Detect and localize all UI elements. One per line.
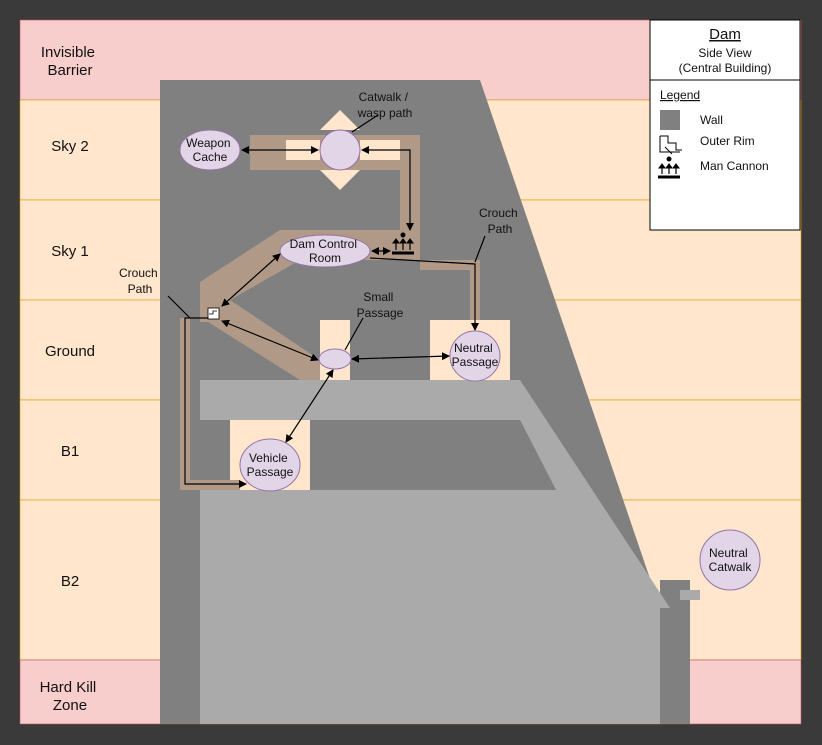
path-crouch-left-bottom bbox=[180, 480, 240, 490]
dam-control-room bbox=[279, 234, 371, 268]
legend-title: Dam bbox=[709, 26, 741, 43]
neutral-catwalk-room bbox=[699, 529, 761, 591]
legend-man-cannon-label: Man Cannon bbox=[700, 159, 769, 173]
dam-control-room-label: Dam Control Room bbox=[290, 237, 361, 265]
band-labels: Invisible Barrier Sky 2 Sky 1 Ground B1 … bbox=[40, 44, 101, 714]
crouch-path-right-annotation: Crouch Path bbox=[479, 206, 521, 236]
legend-outer-rim-label: Outer Rim bbox=[700, 134, 755, 148]
band-label-sky-1: Sky 1 bbox=[51, 243, 89, 260]
leader-crouch-left bbox=[167, 295, 191, 319]
band-label-invisible-barrier: Invisible Barrier bbox=[41, 44, 99, 79]
arrow-catwalk-mancannon bbox=[361, 146, 414, 231]
weapon-cache-label: Weapon Cache bbox=[186, 136, 234, 164]
catwalk-circle bbox=[319, 129, 361, 171]
neutral-passage-label: Neutral Passage bbox=[452, 341, 499, 369]
catwalk-annotation: Catwalk / wasp path bbox=[357, 90, 413, 120]
crouch-path-left-annotation: Crouch Path bbox=[119, 266, 161, 296]
outer-ledge bbox=[680, 590, 700, 600]
outer-rim-icon bbox=[207, 307, 220, 320]
catwalk-top-arrow bbox=[320, 110, 360, 130]
route-arrows bbox=[167, 114, 486, 488]
legend-man-cannon-icon bbox=[658, 156, 680, 179]
leader-catwalk bbox=[351, 114, 379, 133]
path-crouch-right bbox=[420, 260, 480, 270]
small-passage-annotation: Small Passage bbox=[357, 290, 404, 320]
band-label-ground: Ground bbox=[45, 343, 95, 360]
neutral-passage-room bbox=[449, 330, 501, 382]
arrow-outerrim-small bbox=[221, 319, 319, 362]
band-label-b1: B1 bbox=[61, 443, 79, 460]
man-cannon-icon bbox=[392, 232, 414, 255]
vehicle-passage-room bbox=[239, 438, 301, 492]
legend-subtitle-2: (Central Building) bbox=[679, 61, 772, 75]
legend-outer-rim-icon bbox=[659, 135, 682, 155]
arrow-small-neutral bbox=[351, 352, 450, 363]
weapon-cache-room bbox=[179, 129, 241, 171]
legend-panel: Dam Side View (Central Building) Legend … bbox=[649, 19, 801, 231]
legend-wall-label: Wall bbox=[700, 113, 723, 127]
ground-floor-slab bbox=[200, 380, 670, 724]
legend-heading: Legend bbox=[660, 88, 700, 102]
arrow-control-outerrim bbox=[221, 253, 281, 307]
leader-crouch-right bbox=[474, 235, 486, 263]
crouch-path-left-line bbox=[184, 317, 247, 488]
band-label-sky-2: Sky 2 bbox=[51, 138, 89, 155]
legend-wall-swatch bbox=[660, 110, 680, 130]
small-passage-room bbox=[318, 348, 352, 370]
vehicle-passage-label: Vehicle Passage bbox=[247, 451, 294, 479]
band-label-hard-kill-zone: Hard Kill Zone bbox=[40, 679, 101, 714]
arrow-small-vehicle bbox=[285, 369, 334, 443]
leader-small-passage bbox=[344, 317, 364, 351]
legend-subtitle: Side View bbox=[698, 46, 751, 60]
neutral-catwalk-label: Neutral Catwalk bbox=[709, 546, 753, 574]
crouch-path-right-line bbox=[369, 257, 479, 331]
catwalk-bottom-arrow bbox=[320, 170, 360, 190]
band-label-b2: B2 bbox=[61, 573, 79, 590]
b1-inner-wall bbox=[310, 420, 556, 490]
